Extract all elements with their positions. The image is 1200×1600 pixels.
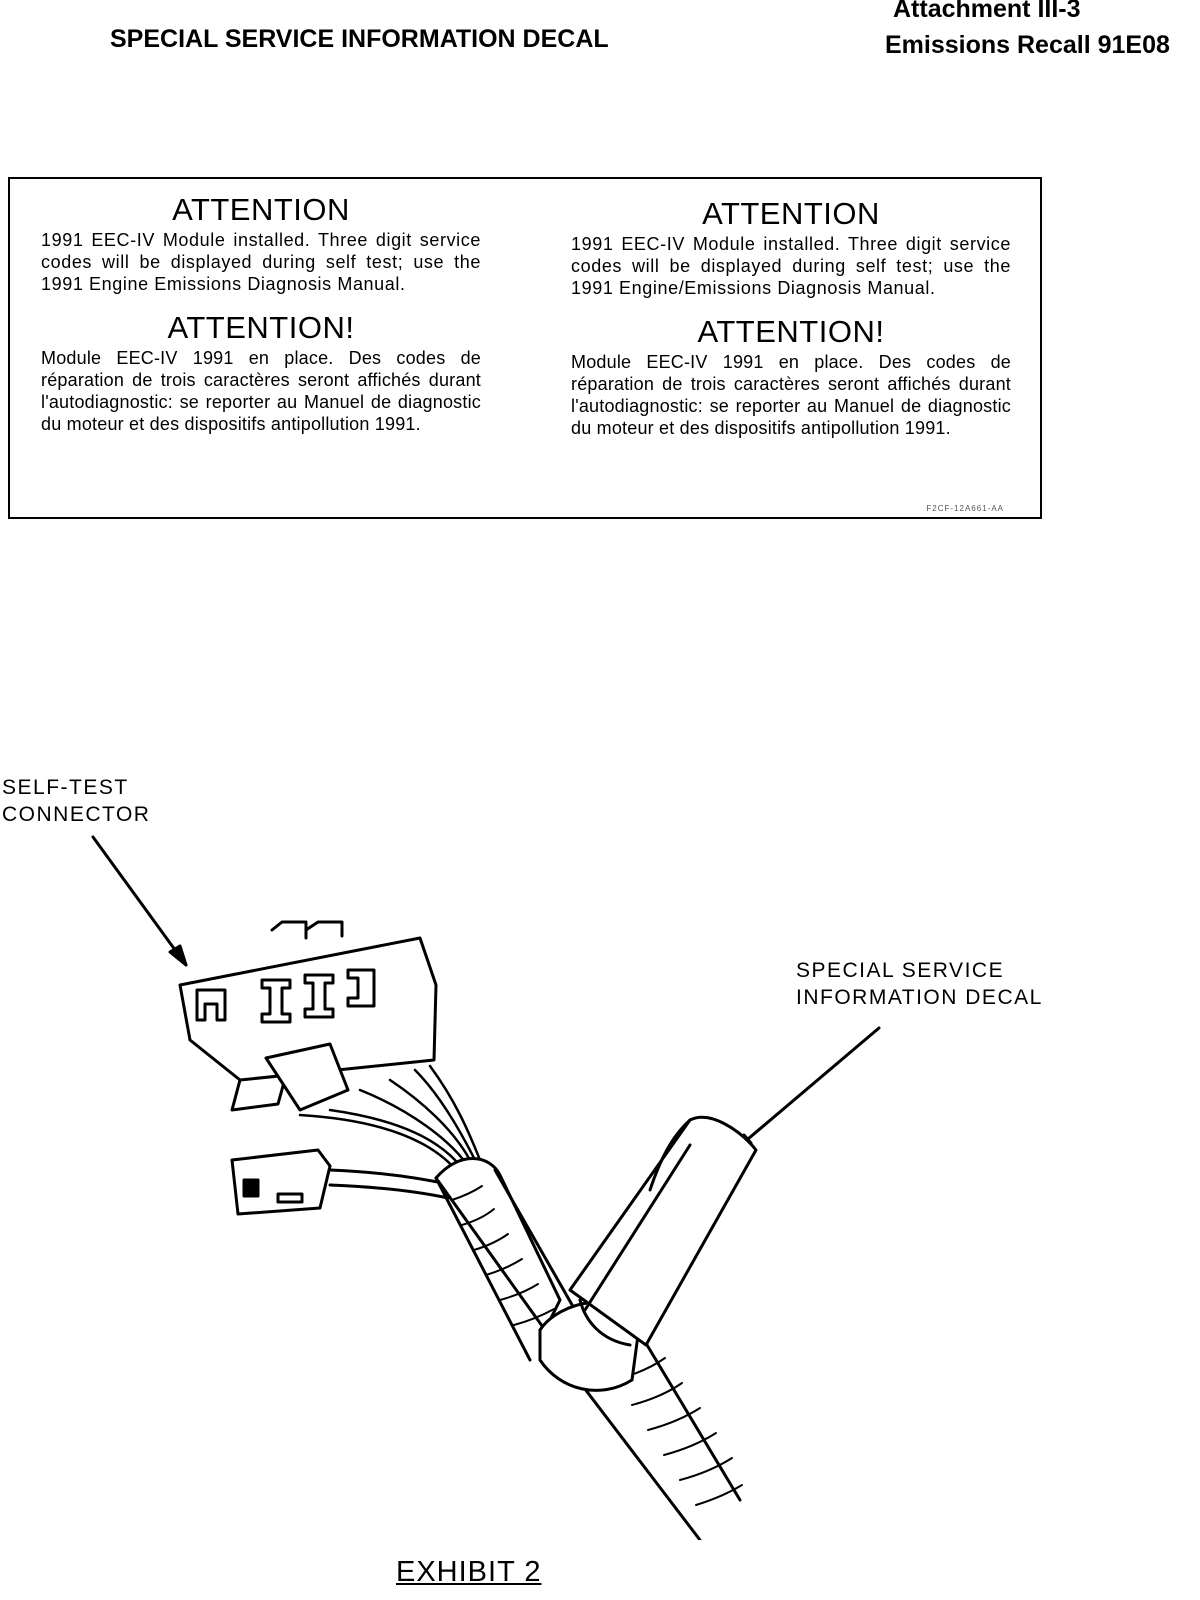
heading-english: ATTENTION <box>702 196 880 231</box>
label-line: CONNECTOR <box>2 803 151 826</box>
harness-sheath <box>434 1157 743 1540</box>
attachment-label: Attachment III-3 <box>893 0 1081 23</box>
body-french: Module EEC-IV 1991 en place. Des codes d… <box>571 352 1011 439</box>
decal-column-right: ATTENTION 1991 EEC-IV Module installed. … <box>571 196 1011 455</box>
connector-leader-arrow <box>91 835 188 967</box>
small-pigtail-connector <box>230 1148 454 1216</box>
label-line: SELF-TEST <box>2 776 129 799</box>
heading-french: ATTENTION! <box>167 310 355 346</box>
harness-illustration <box>91 835 881 1540</box>
self-test-connector-label: SELF-TEST CONNECTOR <box>2 774 150 828</box>
recall-label: Emissions Recall 91E08 <box>885 31 1170 59</box>
wire-bundle <box>298 1064 482 1172</box>
label-line: SPECIAL SERVICE <box>796 959 1005 982</box>
label-line: INFORMATION DECAL <box>796 986 1043 1009</box>
decal-panel: ATTENTION 1991 EEC-IV Module installed. … <box>8 177 1042 519</box>
heading-french: ATTENTION! <box>697 314 885 350</box>
page-title: SPECIAL SERVICE INFORMATION DECAL <box>110 25 609 53</box>
body-french: Module EEC-IV 1991 en place. Des codes d… <box>41 348 481 435</box>
body-english: 1991 EEC-IV Module installed. Three digi… <box>571 234 1011 299</box>
heading-english: ATTENTION <box>172 192 350 227</box>
body-english: 1991 EEC-IV Module installed. Three digi… <box>41 230 481 295</box>
exhibit-caption: EXHIBIT 2 <box>396 1556 542 1588</box>
decal-part-code: F2CF-12A661-AA <box>926 504 1004 513</box>
decal-flag <box>538 1115 758 1392</box>
decal-column-left: ATTENTION 1991 EEC-IV Module installed. … <box>41 192 481 451</box>
self-test-connector <box>178 920 438 1112</box>
decal-callout-label: SPECIAL SERVICE INFORMATION DECAL <box>796 957 1043 1011</box>
decal-leader-arrow <box>733 1026 881 1152</box>
